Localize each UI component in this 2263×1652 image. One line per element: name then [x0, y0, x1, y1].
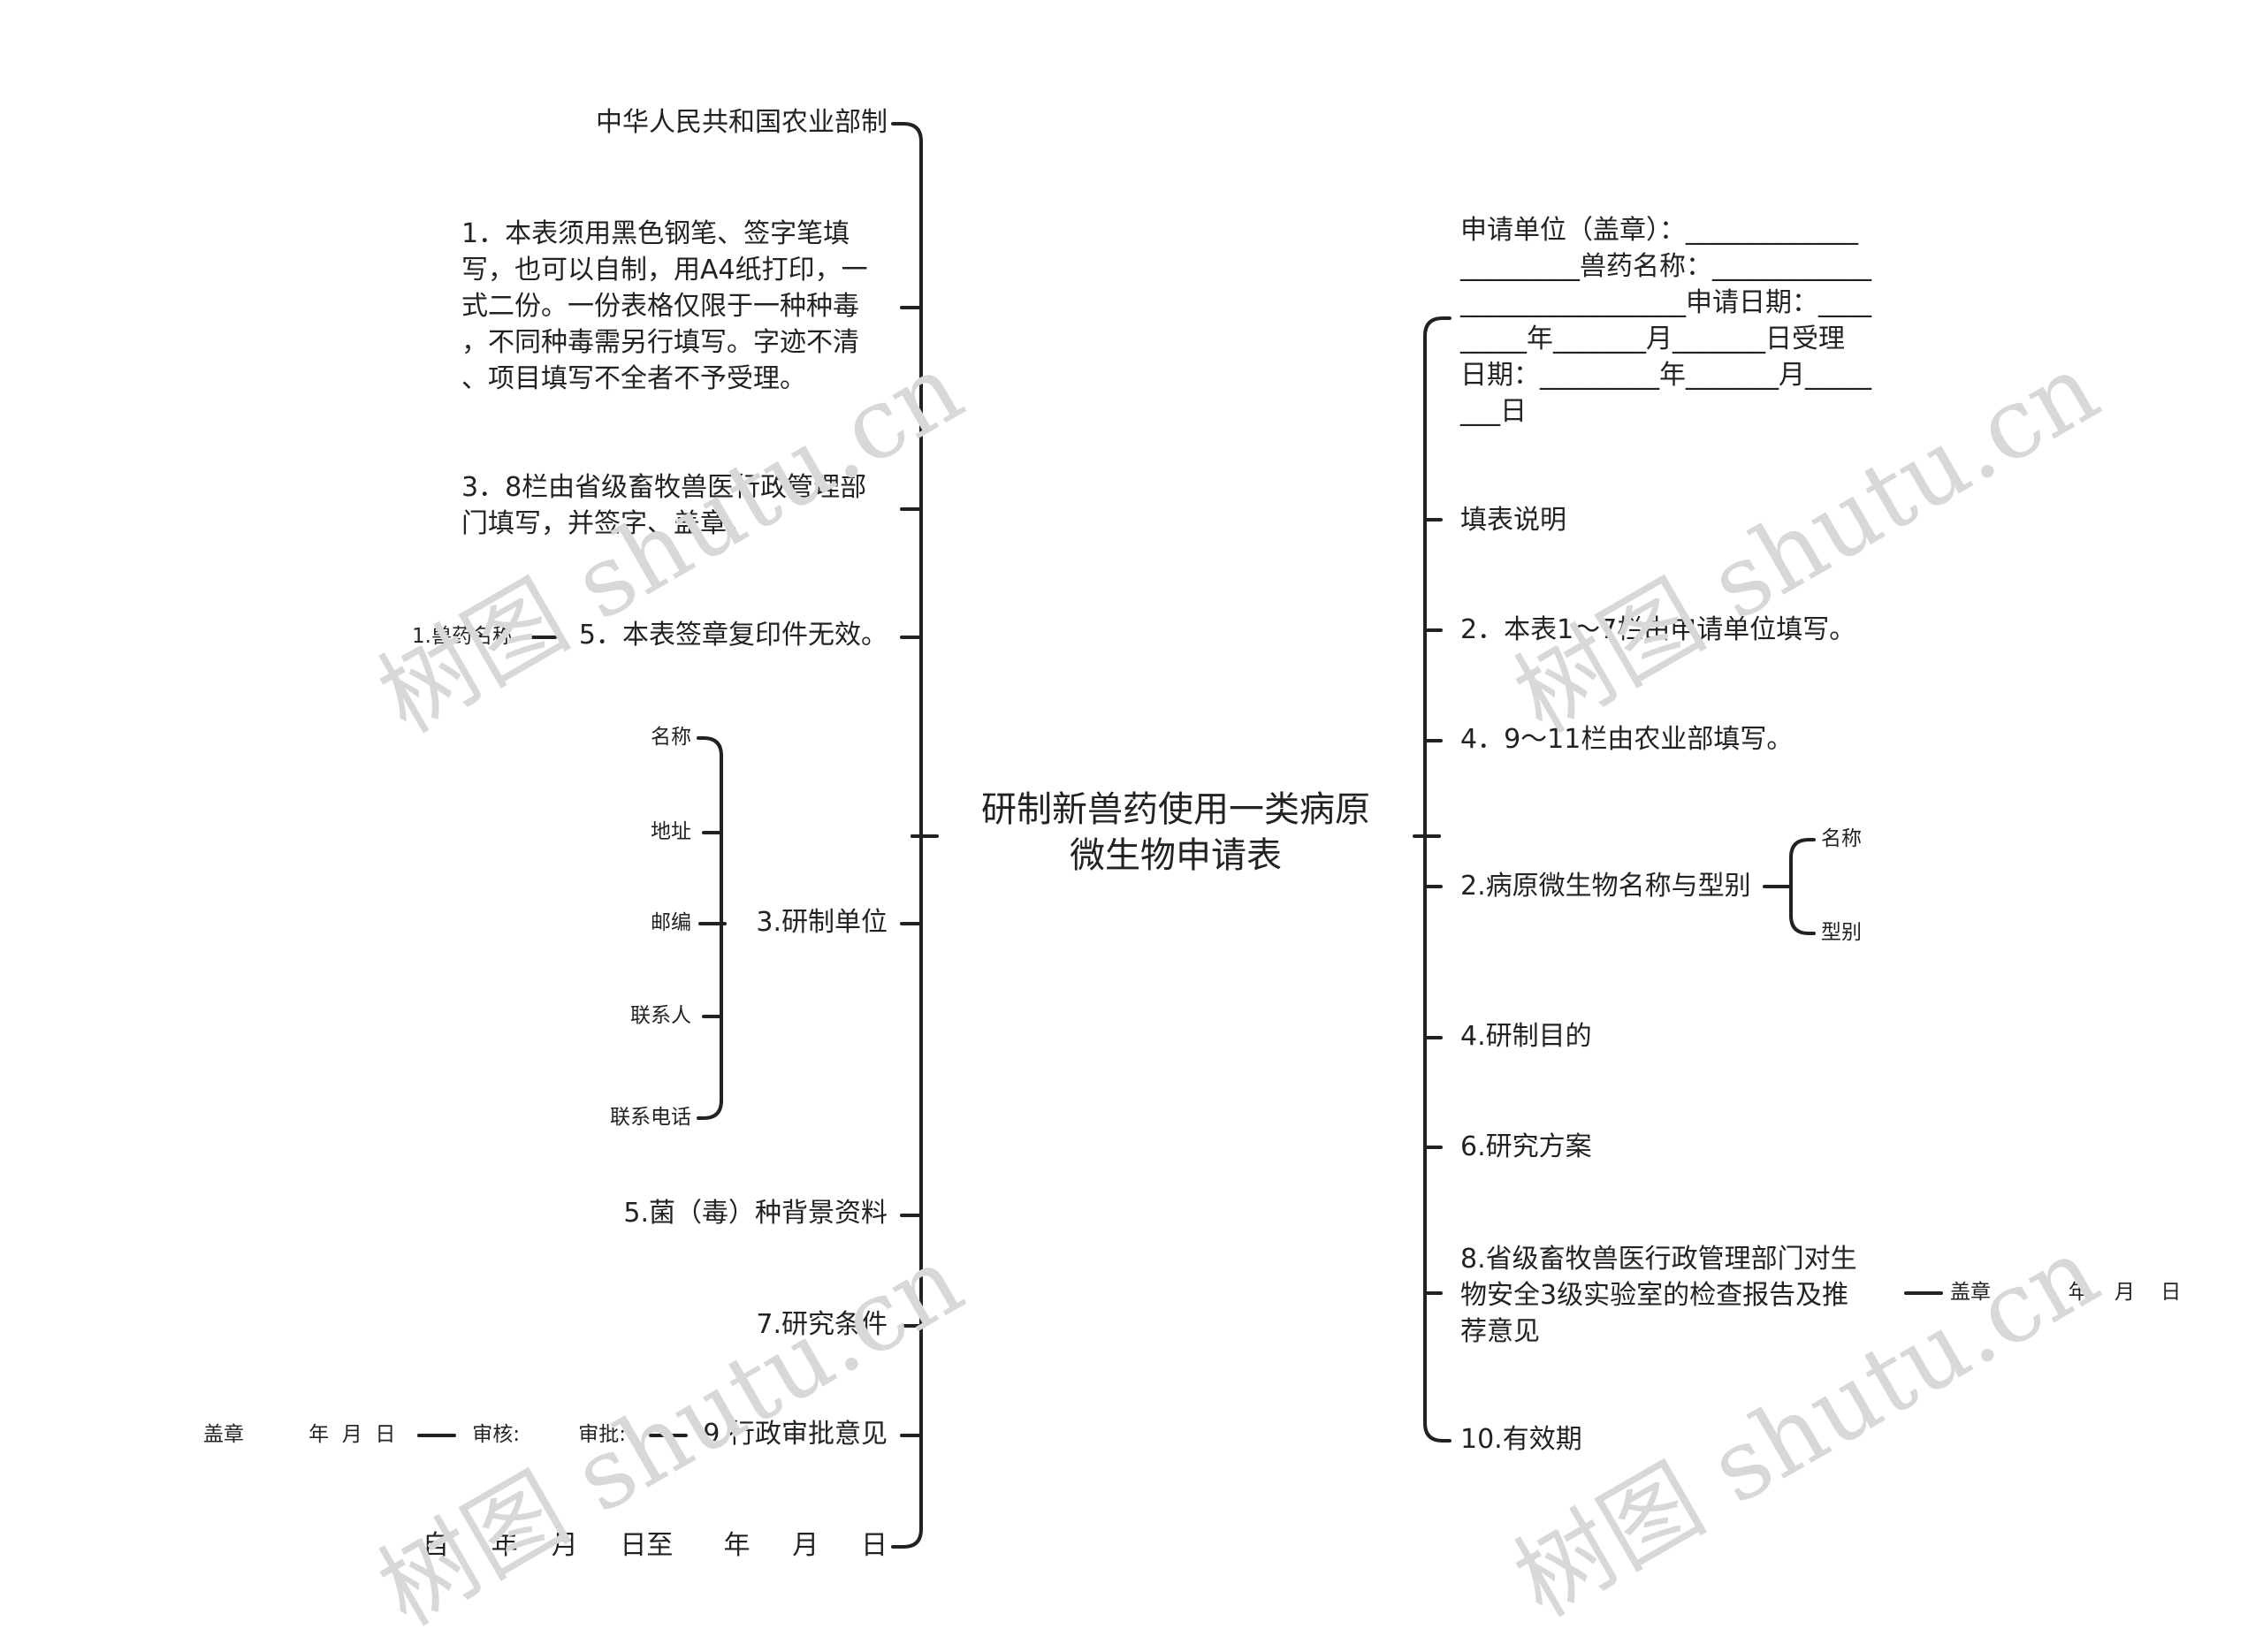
pathogen-child-name[interactable]: 名称 — [1821, 827, 1862, 850]
right-node-note-4[interactable]: 4．9～11栏由农业部填写。 — [1460, 724, 1794, 755]
right-node-validity[interactable]: 10.有效期 — [1460, 1424, 1582, 1455]
unit-child-contact[interactable]: 联系人 — [630, 1004, 691, 1027]
left-node-strain-background[interactable]: 5.菌（毒）种背景资料 — [623, 1198, 888, 1229]
pathogen-child-type[interactable]: 型别 — [1821, 921, 1862, 944]
right-node-plan[interactable]: 6.研究方案 — [1460, 1131, 1592, 1162]
left-node-admin-approval[interactable]: 9.行政审批意见 — [703, 1419, 888, 1450]
left-node-note-3[interactable]: 3．8栏由省级畜牧兽医行政管理部 门填写，并签字、盖章。 — [461, 472, 867, 539]
admin-child-approval[interactable]: 审批: — [578, 1423, 626, 1446]
right-node-pathogen[interactable]: 2.病原微生物名称与型别 — [1460, 871, 1751, 902]
unit-child-phone[interactable]: 联系电话 — [610, 1106, 691, 1129]
note-5-child-drug-name[interactable]: 1.兽药名称 — [412, 625, 513, 648]
right-node-provincial-review[interactable]: 8.省级畜牧兽医行政管理部门对生 物安全3级实验室的检查报告及推 荐意见 — [1460, 1244, 1857, 1347]
right-node-applicant[interactable]: 申请单位（盖章）：_____________ _________兽药名称：___… — [1460, 215, 1871, 427]
admin-seal-date[interactable]: 盖章 年 月 日 — [203, 1423, 396, 1446]
left-node-research-conditions[interactable]: 7.研究条件 — [756, 1309, 888, 1340]
unit-child-postcode[interactable]: 邮编 — [651, 911, 691, 934]
left-node-note-1[interactable]: 1．本表须用黑色钢笔、签字笔填 写，也可以自制，用A4纸打印，一 式二份。一份表… — [461, 218, 868, 394]
right-node-purpose[interactable]: 4.研制目的 — [1460, 1021, 1592, 1052]
right-node-note-2[interactable]: 2．本表1～7栏由申请单位填写。 — [1460, 614, 1856, 645]
unit-child-name[interactable]: 名称 — [651, 726, 691, 749]
left-node-research-unit[interactable]: 3.研制单位 — [756, 907, 888, 938]
left-node-ministry[interactable]: 中华人民共和国农业部制 — [596, 107, 888, 138]
right-node-instructions[interactable]: 填表说明 — [1460, 505, 1566, 536]
left-node-note-5[interactable]: 5．本表签章复印件无效。 — [578, 620, 888, 651]
left-node-validity-period[interactable]: 自 年 月 日至 年 月 日 — [422, 1530, 888, 1561]
unit-child-address[interactable]: 地址 — [651, 820, 691, 843]
admin-grandchild-review[interactable]: 审核: — [472, 1423, 520, 1446]
root-title[interactable]: 研制新兽药使用一类病原 微生物申请表 — [981, 789, 1370, 876]
provincial-child-seal-date[interactable]: 盖章 年 月 日 — [1950, 1281, 2182, 1304]
